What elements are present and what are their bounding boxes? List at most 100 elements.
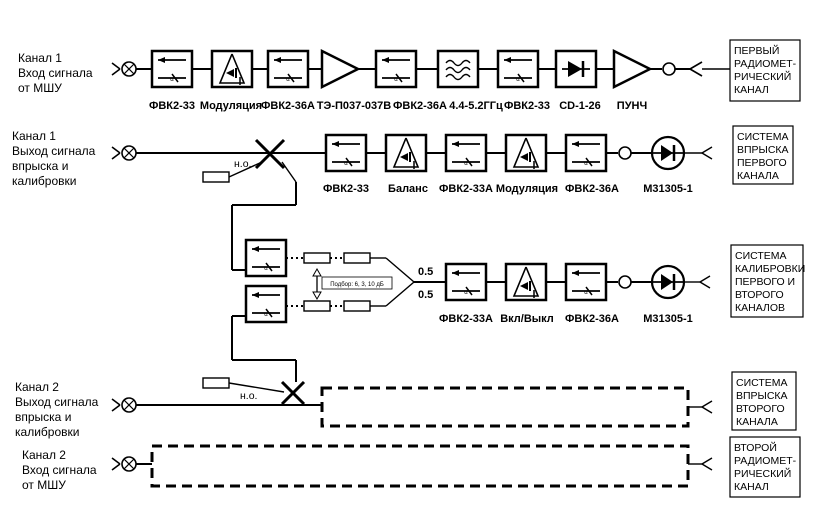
svg-text:Выход сигнала: Выход сигнала (12, 144, 96, 158)
attenuator-block: α (444, 262, 488, 302)
svg-text:ПЕРВОГО: ПЕРВОГО (737, 157, 787, 169)
svg-text:α: α (584, 161, 588, 167)
attenuator-block: α (324, 133, 368, 173)
svg-text:н.о.: н.о. (240, 390, 257, 402)
attenuator-block: α (374, 49, 418, 89)
svg-text:ТЭ-П037-037В: ТЭ-П037-037В (317, 100, 391, 112)
svg-text:СИСТЕМА: СИСТЕМА (737, 131, 789, 143)
svg-text:ПУНЧ: ПУНЧ (617, 100, 647, 112)
svg-text:Подбор: 6, 3, 10 дБ: Подбор: 6, 3, 10 дБ (330, 282, 384, 288)
svg-text:КАНАЛОВ: КАНАЛОВ (735, 302, 785, 314)
svg-text:Канал 1: Канал 1 (12, 129, 56, 143)
svg-text:ФВК2-33: ФВК2-33 (149, 100, 195, 112)
modulation-block (504, 133, 548, 173)
svg-text:ПЕРВОГО И: ПЕРВОГО И (735, 276, 795, 288)
svg-text:ФВК2-36А: ФВК2-36А (565, 313, 619, 325)
svg-text:СИСТЕМА: СИСТЕМА (735, 250, 787, 262)
svg-text:Выход сигнала: Выход сигнала (15, 395, 99, 409)
termination-load-icon (202, 377, 230, 389)
attenuator-pad-icon (343, 252, 371, 264)
svg-text:калибровки: калибровки (15, 425, 79, 439)
box-second-injection-system: СИСТЕМА ВПРЫСКА ВТОРОГО КАНАЛА (731, 371, 797, 431)
svg-text:ВПРЫСКА: ВПРЫСКА (736, 390, 788, 402)
attenuator-block: α (564, 262, 608, 302)
svg-text:КАЛИБРОВКИ: КАЛИБРОВКИ (735, 263, 805, 275)
noise-diode-icon (650, 135, 686, 171)
svg-text:Вход сигнала: Вход сигнала (22, 463, 97, 477)
attenuator-block: α (244, 238, 288, 278)
svg-text:α: α (344, 161, 348, 167)
svg-text:РАДИОМЕТ-: РАДИОМЕТ- (734, 58, 797, 70)
svg-text:СИСТЕМА: СИСТЕМА (736, 377, 788, 389)
svg-text:ПЕРВЫЙ: ПЕРВЫЙ (734, 44, 779, 57)
box-calibration-system: СИСТЕМА КАЛИБРОВКИ ПЕРВОГО И ВТОРОГО КАН… (730, 244, 805, 318)
svg-text:Модуляция: Модуляция (496, 183, 558, 195)
output-connector-icon (662, 62, 676, 76)
svg-text:КАНАЛ: КАНАЛ (734, 481, 769, 493)
svg-text:α: α (584, 290, 588, 296)
attenuator-pad-icon (343, 300, 371, 312)
svg-text:М31305-1: М31305-1 (643, 183, 693, 195)
attenuator-block: α (150, 49, 194, 89)
svg-text:Вкл/Выкл: Вкл/Выкл (500, 313, 554, 325)
svg-text:Канал 1: Канал 1 (18, 51, 62, 65)
svg-text:ФВК2-36А: ФВК2-36А (261, 100, 315, 112)
svg-text:ВТОРОГО: ВТОРОГО (736, 403, 785, 415)
row-calibration-system: α α 0.5 0.5 Подбор: 6, 3, 10 дБ (231, 238, 711, 382)
row-first-radiometric-channel: α α α α (111, 48, 730, 112)
attenuator-block: α (444, 133, 488, 173)
svg-text:Канал 2: Канал 2 (15, 380, 59, 394)
svg-text:α: α (516, 77, 520, 83)
attenuation-selector-note: Подбор: 6, 3, 10 дБ (312, 267, 393, 301)
svg-text:Канал 2: Канал 2 (22, 448, 66, 462)
attenuator-block: α (564, 133, 608, 173)
svg-text:α: α (264, 266, 268, 272)
svg-text:4.4-5.2ГГц: 4.4-5.2ГГц (449, 100, 503, 112)
box-first-injection-system: СИСТЕМА ВПРЫСКА ПЕРВОГО КАНАЛА (732, 125, 794, 185)
svg-text:калибровки: калибровки (12, 174, 76, 188)
channel2-output-label: Канал 2 Выход сигнала впрыска и калибров… (15, 380, 99, 439)
svg-text:ФВК2-33: ФВК2-33 (323, 183, 369, 195)
svg-text:Модуляция: Модуляция (200, 100, 262, 112)
placeholder-block (150, 444, 690, 488)
attenuator-pad-icon (303, 300, 331, 312)
channel2-input-label: Канал 2 Вход сигнала от МШУ (22, 448, 97, 492)
row-second-radiometric-channel (111, 444, 713, 488)
svg-text:α: α (394, 77, 398, 83)
svg-text:α: α (464, 161, 468, 167)
svg-text:н.о.: н.о. (234, 158, 251, 170)
svg-text:РАДИОМЕТ-: РАДИОМЕТ- (734, 455, 797, 467)
svg-text:РИЧЕСКИЙ: РИЧЕСКИЙ (734, 70, 791, 83)
amplifier-icon (612, 48, 653, 90)
channel1-output-label: Канал 1 Выход сигнала впрыска и калибров… (12, 129, 96, 188)
svg-text:КАНАЛА: КАНАЛА (737, 170, 779, 182)
bandpass-filter-icon (436, 49, 480, 89)
channel1-input-label: Канал 1 Вход сигнала от МШУ (18, 51, 93, 95)
svg-text:0.5: 0.5 (418, 289, 433, 301)
on-off-modulator-block (504, 262, 548, 302)
svg-text:CD-1-26: CD-1-26 (559, 100, 601, 112)
balance-block (384, 133, 428, 173)
svg-text:α: α (264, 312, 268, 318)
svg-text:ФВК2-33: ФВК2-33 (504, 100, 550, 112)
svg-text:впрыска и: впрыска и (15, 410, 71, 424)
box-second-radiometric-channel: ВТОРОЙ РАДИОМЕТ- РИЧЕСКИЙ КАНАЛ (729, 436, 801, 498)
attenuator-block: α (266, 49, 310, 89)
svg-text:ФВК2-33А: ФВК2-33А (439, 183, 493, 195)
detector-diode-icon (554, 49, 598, 89)
modulation-block (210, 49, 254, 89)
svg-text:КАНАЛ: КАНАЛ (734, 84, 769, 96)
svg-text:РИЧЕСКИЙ: РИЧЕСКИЙ (734, 467, 791, 480)
svg-text:Вход сигнала: Вход сигнала (18, 66, 93, 80)
svg-text:ВПРЫСКА: ВПРЫСКА (737, 144, 789, 156)
attenuator-block: α (244, 284, 288, 324)
svg-text:от МШУ: от МШУ (18, 81, 62, 95)
svg-text:от МШУ: от МШУ (22, 478, 66, 492)
svg-text:ФВК2-36А: ФВК2-36А (393, 100, 447, 112)
svg-text:М31305-1: М31305-1 (643, 313, 693, 325)
svg-text:Баланс: Баланс (388, 183, 428, 195)
svg-text:КАНАЛА: КАНАЛА (736, 416, 778, 428)
svg-text:α: α (464, 290, 468, 296)
svg-text:ВТОРОЙ: ВТОРОЙ (734, 441, 777, 454)
attenuator-block: α (496, 49, 540, 89)
